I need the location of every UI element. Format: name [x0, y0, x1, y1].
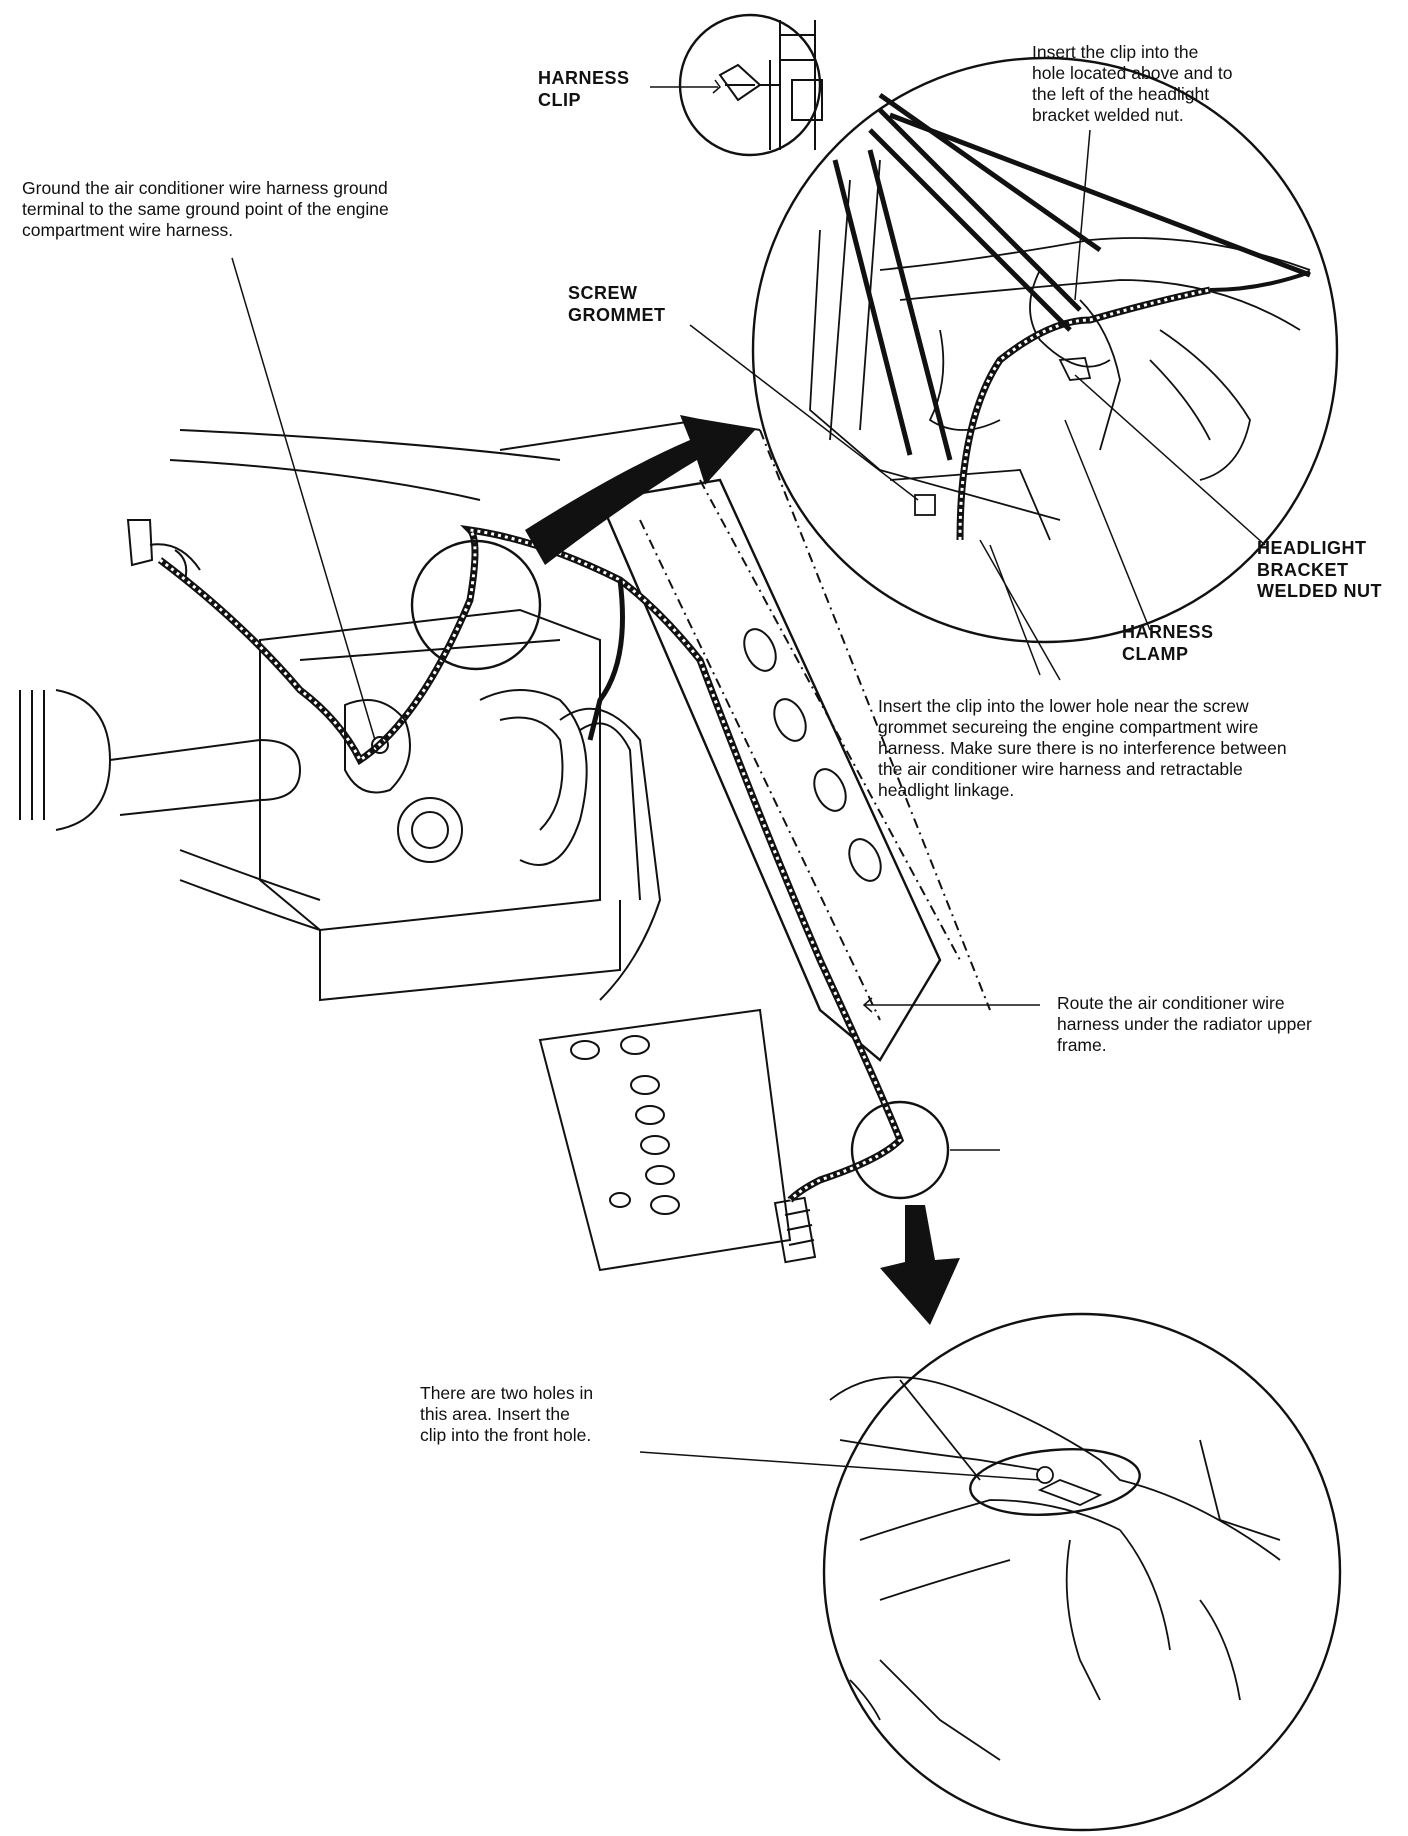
clip-detail-contents [718, 20, 823, 150]
note-route-harness: Route the air conditioner wire harness u… [1057, 993, 1312, 1055]
label-harness-clamp: HARNESS CLAMP [1122, 622, 1214, 664]
note-ground-terminal: Ground the air conditioner wire harness … [22, 178, 389, 240]
ac-wire-harness [157, 525, 905, 1203]
callout-arrows [525, 415, 960, 1325]
engine-bay-outline [19, 418, 991, 1272]
lower-detail-contents [829, 1376, 1281, 1761]
detail-circles [410, 13, 1342, 1832]
note-front-hole: There are two holes in this area. Insert… [420, 1383, 594, 1445]
label-harness-clip: HARNESS CLIP [538, 68, 630, 110]
leader-lines [231, 79, 1311, 1481]
label-headlight-bracket-welded-nut: HEADLIGHT BRACKET WELDED NUT [1257, 538, 1382, 602]
note-lower-hole: Insert the clip into the lower hole near… [878, 696, 1287, 800]
label-screw-grommet: SCREW GROMMET [568, 283, 666, 325]
note-upper-clip: Insert the clip into the hole located ab… [1032, 42, 1233, 125]
